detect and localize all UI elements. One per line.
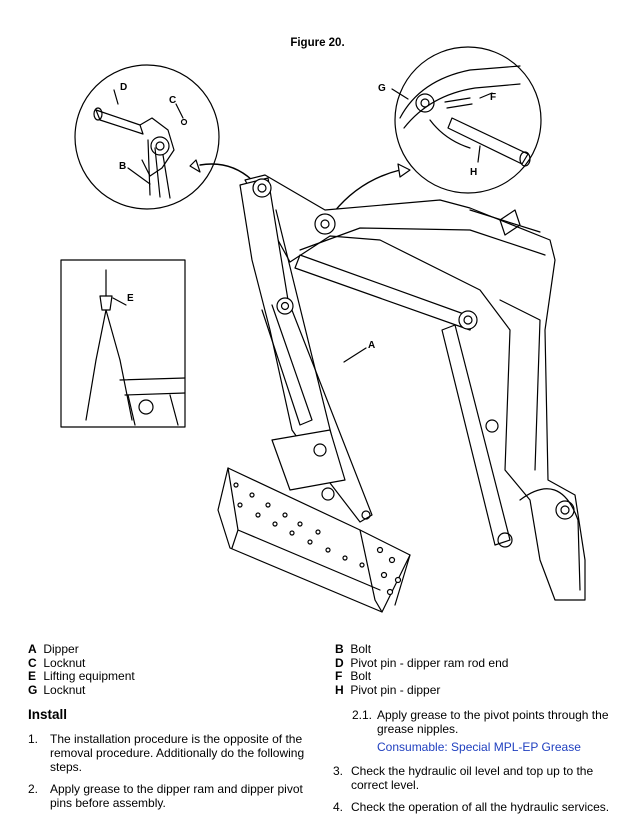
legend-item: B Bolt bbox=[335, 642, 372, 656]
callout-e: E bbox=[127, 293, 134, 304]
legend-right: B Bolt D Pivot pin - dipper ram rod end … bbox=[335, 642, 509, 697]
dipper-arm bbox=[239, 177, 373, 523]
detail-circle-left bbox=[74, 64, 220, 210]
callout-a: A bbox=[368, 340, 375, 351]
legend-item: G Locknut bbox=[28, 682, 86, 697]
callout-b: B bbox=[119, 161, 126, 172]
lifting-detail-box bbox=[60, 259, 186, 428]
bucket-ram bbox=[441, 324, 513, 548]
section-heading: Install bbox=[28, 707, 68, 722]
legend-item: H Pivot pin - dipper bbox=[335, 682, 441, 697]
dipper-ram bbox=[294, 213, 478, 331]
legend-item: D Pivot pin - dipper ram rod end bbox=[335, 655, 509, 670]
boom bbox=[244, 174, 586, 601]
figure-title: Figure 20. bbox=[290, 37, 345, 49]
legend-item: E Lifting equipment bbox=[28, 669, 135, 683]
bucket bbox=[217, 467, 411, 613]
callout-h: H bbox=[470, 167, 477, 178]
legend-item: F Bolt bbox=[335, 669, 372, 683]
callout-c: C bbox=[169, 95, 176, 106]
callout-d: D bbox=[120, 82, 127, 93]
dipper-installation-illustration: D C B G F H E A bbox=[60, 46, 586, 613]
detail-circle-right bbox=[391, 46, 542, 194]
callout-g: G bbox=[378, 83, 386, 94]
legend-item: C Locknut bbox=[28, 655, 86, 670]
legend-left: A Dipper C Locknut E Lifting equipment G… bbox=[28, 642, 135, 697]
callout-f: F bbox=[490, 92, 496, 103]
legend-item: A Dipper bbox=[28, 642, 79, 656]
consumable-note: Consumable: Special MPL-EP Grease bbox=[377, 740, 581, 754]
